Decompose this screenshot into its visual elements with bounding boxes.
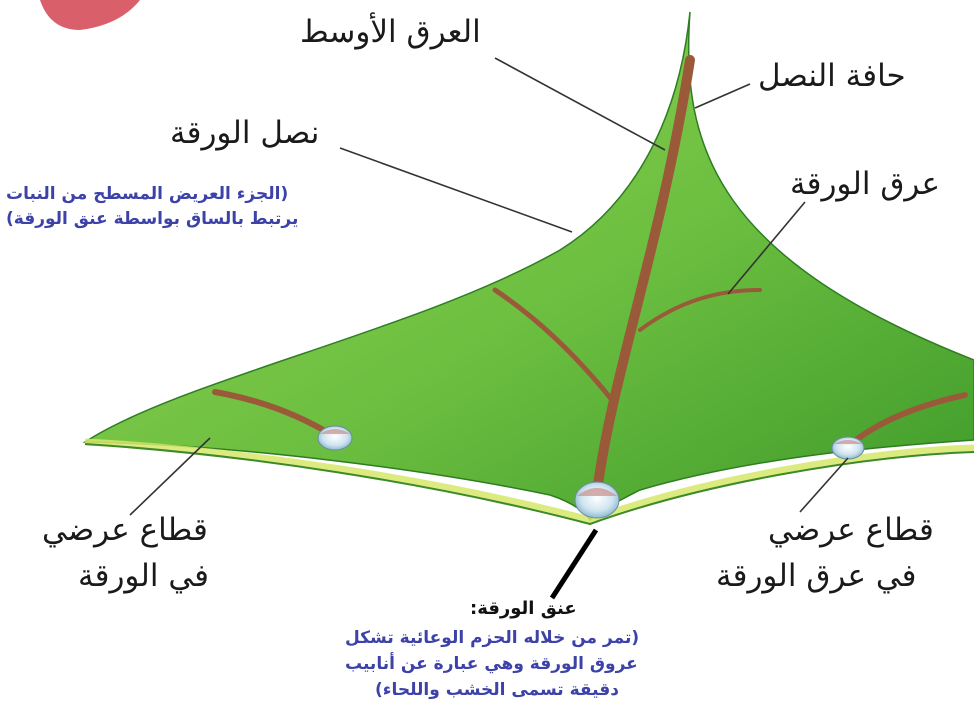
label-leaf-section-line-2: في الورقة xyxy=(78,558,209,595)
leader-blade-margin xyxy=(695,84,750,108)
label-leaf-section-line-1: قطاع عرضي xyxy=(42,512,208,549)
label-leaf-blade: نصل الورقة xyxy=(170,115,319,152)
label-petiole: عنق الورقة: xyxy=(470,598,577,619)
petiole-note-line-2: عروق الورقة وهي عبارة عن أنابيب xyxy=(345,652,638,677)
leader-petiole xyxy=(552,530,596,598)
leaf-blade-note-line-1: (الجزء العريض المسطح من النبات xyxy=(6,182,288,207)
corner-mark xyxy=(40,0,140,30)
petiole-note-line-1: (تمر من خلاله الحزم الوعائية تشكل xyxy=(345,626,639,651)
petiole-note-line-3: دقيقة تسمى الخشب واللحاء) xyxy=(375,678,619,703)
label-leaf-vein: عرق الورقة xyxy=(790,166,940,203)
leader-leaf-blade xyxy=(340,148,572,232)
label-vein-section-line-2: في عرق الورقة xyxy=(716,558,917,595)
label-blade-margin: حافة النصل xyxy=(758,58,906,95)
leaf-blade-note-line-2: يرتبط بالساق بواسطة عنق الورقة) xyxy=(6,207,298,232)
label-midrib: العرق الأوسط xyxy=(300,14,481,51)
petiole-section xyxy=(575,482,619,518)
label-vein-section-line-1: قطاع عرضي xyxy=(768,512,934,549)
leader-midrib xyxy=(495,58,665,150)
